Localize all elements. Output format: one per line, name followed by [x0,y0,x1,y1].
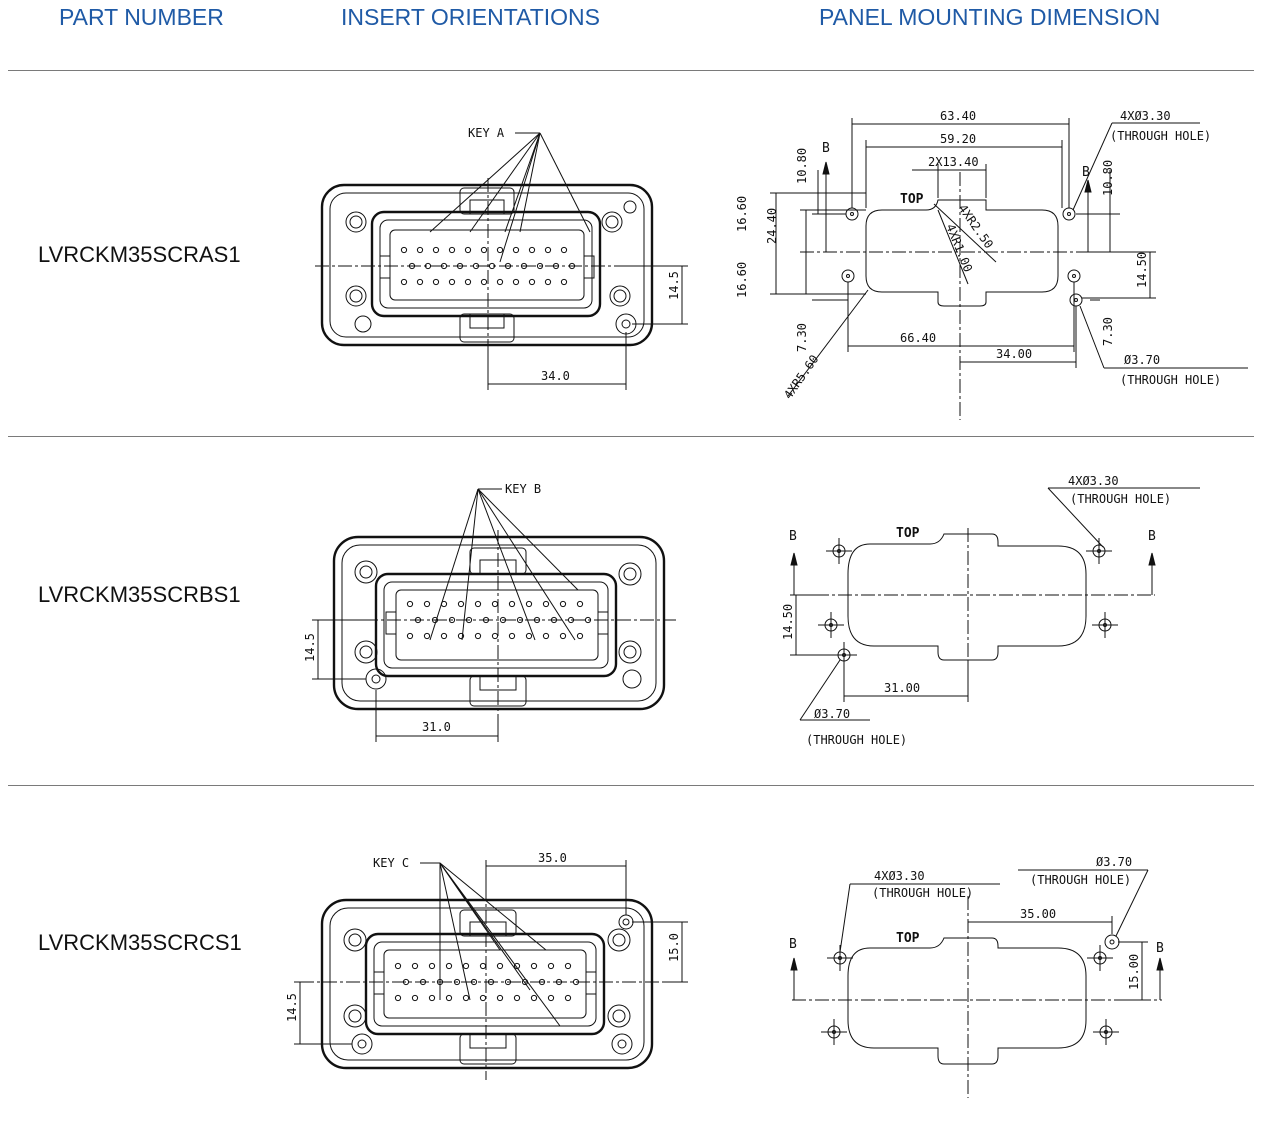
hole-small-callout-b: 4XØ3.30 [1068,474,1119,488]
panel-dim-1080-left: 10.80 [795,148,809,184]
top-label-c: TOP [896,931,920,946]
hole-large-callout-c: Ø3.70 [1096,855,1132,869]
panel-cutout-b [847,533,1087,661]
hole-large-callout-b: Ø3.70 [814,707,850,721]
insert-dim-width-a [487,332,627,390]
insert-dim-top-c [485,860,627,915]
hole-large-note-c: (THROUGH HOLE) [1030,873,1131,887]
hole-small-callout-c: 4XØ3.30 [874,869,925,883]
insert-dim-height-label-c: 15.0 [667,933,681,962]
header-panel-mounting-dimension: PANEL MOUNTING DIMENSION [819,4,1161,30]
part-number-row-3: LVRCKM35SCRCS1 [38,930,242,955]
section-b-right-a: B [1082,165,1090,180]
panel-dim-730-right: 7.30 [1101,317,1115,346]
panel-dim-1500-c: 15.00 [1127,954,1141,990]
panel-dim-3400: 34.00 [996,347,1032,361]
key-label-c: KEY C [373,856,409,870]
panel-dim-5920: 59.20 [940,132,976,146]
insert-dim-width-label-c: 35.0 [538,851,567,865]
insert-dim-height-b [312,619,372,680]
insert-dim-right-c [632,921,688,983]
hole-large-callout-a: Ø3.70 [1124,353,1160,367]
section-b-right-b: B [1148,529,1156,544]
hole-small-note-c: (THROUGH HOLE) [872,886,973,900]
connector-body-b [318,530,676,720]
panel-dim-730-left: 7.30 [795,323,809,352]
panel-dim-6340: 63.40 [940,109,976,123]
row-divider-2 [8,785,1254,786]
section-b-left-b: B [789,529,797,544]
part-number-row-1: LVRCKM35SCRAS1 [38,242,241,267]
key-label-b: KEY B [505,482,541,496]
insert-dim-left-label-c: 14.5 [285,993,299,1022]
panel-dim-6640: 66.40 [900,331,936,345]
panel-dim-1660-top: 16.60 [735,196,749,232]
section-b-left-c: B [789,937,797,952]
header-insert-orientations: INSERT ORIENTATIONS [341,4,600,30]
panel-dim-2x1340: 2X13.40 [928,155,979,169]
hole-large-note-a: (THROUGH HOLE) [1120,373,1221,387]
insert-dim-width-label-b: 31.0 [422,720,451,734]
row-divider-1 [8,436,1254,437]
key-label-a: KEY A [468,126,505,140]
panel-dim-1660-bottom: 16.60 [735,262,749,298]
key-leaders-b [429,488,579,641]
top-label-b: TOP [896,526,920,541]
insert-dim-height-label-a: 14.5 [667,271,681,300]
key-leaders-c [420,862,561,1027]
hole-small-note-a: (THROUGH HOLE) [1110,129,1211,143]
panel-dim-1450-b: 14.50 [781,604,795,640]
insert-dim-width-b [375,690,499,742]
panel-dim-1080-right: 10.80 [1101,160,1115,196]
section-b-left-a: B [822,141,830,156]
header-part-number: PART NUMBER [59,4,224,30]
hole-large-note-b: (THROUGH HOLE) [806,733,907,747]
header-divider [8,70,1254,71]
contact-grid-c [394,962,580,1002]
part-number-row-2: LVRCKM35SCRBS1 [38,582,241,607]
panel-cutout-c [847,937,1087,1065]
panel-dim-3500-c: 35.00 [1020,907,1056,921]
panel-dim-2440: 24.40 [765,208,779,244]
insert-dim-height-label-b: 14.5 [303,633,317,662]
hole-small-note-b: (THROUGH HOLE) [1070,492,1171,506]
panel-dim-1450-a: 14.50 [1135,252,1149,288]
insert-dim-height-a [626,265,688,325]
panel-dim-3100-b: 31.00 [884,681,920,695]
top-label-a: TOP [900,192,924,207]
section-b-right-c: B [1156,941,1164,956]
insert-dim-width-label-a: 34.0 [541,369,570,383]
insert-dim-left-c [294,981,352,1045]
key-leaders-a [429,132,591,263]
connector-body-c [300,864,664,1080]
panel-cutout-a [865,199,1059,307]
hole-small-callout-a: 4XØ3.30 [1120,109,1171,123]
